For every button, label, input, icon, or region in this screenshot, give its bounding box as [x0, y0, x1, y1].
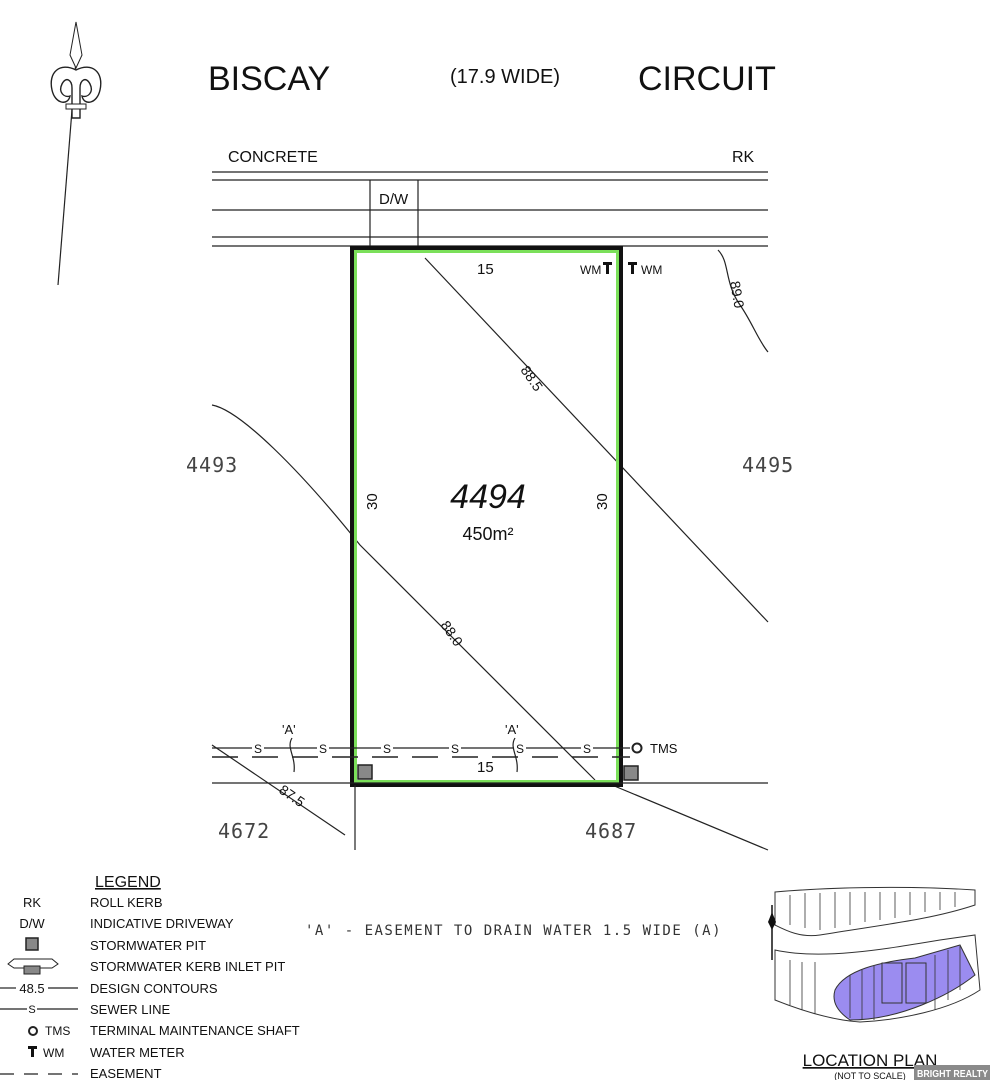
easement-arrow-icon — [512, 737, 518, 773]
easement-marker: 'A' — [282, 722, 296, 737]
street-name-left: BISCAY — [208, 60, 330, 98]
frontage-dimension: 15 — [477, 261, 494, 278]
location-plan-map — [768, 886, 981, 1023]
lot-boundary[interactable] — [350, 246, 623, 787]
highlighted-estate-area — [833, 944, 976, 1021]
street-name-right: CIRCUIT — [638, 60, 776, 98]
watermark: BRIGHT REALTY — [917, 1069, 988, 1080]
rear-dimension: 15 — [477, 759, 494, 776]
right-depth-dimension: 30 — [594, 493, 611, 510]
legend-label: STORMWATER KERB INLET PIT — [90, 959, 285, 974]
water-meter-icon — [603, 262, 612, 274]
road-surface-label: CONCRETE — [228, 149, 318, 166]
water-meter-icon — [28, 1046, 37, 1057]
sewer-mark: S — [254, 742, 262, 756]
left-depth-dimension: 30 — [364, 493, 381, 510]
lot-area: 450m² — [462, 524, 513, 544]
road-lines — [212, 171, 768, 247]
contour-label: 88.0 — [438, 618, 467, 650]
sewer-mark: S — [583, 742, 591, 756]
legend: LEGEND RK ROLL KERB D/W INDICATIVE DRIVE… — [0, 874, 300, 1080]
legend-symbol: RK — [23, 895, 41, 910]
location-plan-subtitle: (NOT TO SCALE) — [834, 1071, 906, 1080]
north-compass-icon — [50, 21, 102, 286]
contour-lines — [211, 249, 769, 851]
location-plan-title: LOCATION PLAN — [803, 1051, 938, 1070]
legend-label: STORMWATER PIT — [90, 938, 206, 953]
easement-marker: 'A' — [505, 722, 519, 737]
stormwater-pit-icon — [623, 765, 639, 781]
neighbour-lot-rear-right: 4687 — [585, 819, 637, 843]
legend-symbol: WM — [43, 1046, 64, 1060]
sewer-marks: S S S S S S — [252, 740, 593, 756]
driveway-label: D/W — [379, 191, 409, 208]
sewer-mark: S — [451, 742, 459, 756]
legend-label: DESIGN CONTOURS — [90, 981, 218, 996]
easement-note: 'A' - EASEMENT TO DRAIN WATER 1.5 WIDE (… — [305, 923, 722, 939]
neighbour-lot-left: 4493 — [186, 453, 238, 477]
lot-number: 4494 — [450, 478, 526, 516]
neighbour-lot-right: 4495 — [742, 453, 794, 477]
water-meter-label: WM — [580, 263, 601, 277]
stormwater-pit-icon — [25, 937, 39, 951]
water-meter-label: WM — [641, 263, 662, 277]
watermark-box — [914, 1065, 990, 1080]
sewer-mark: S — [516, 742, 524, 756]
kerb-inlet-pit-icon — [7, 958, 59, 975]
tms-icon — [631, 742, 643, 754]
lot-highlight — [351, 247, 622, 786]
tms-label: TMS — [650, 741, 678, 756]
legend-symbol: D/W — [19, 916, 45, 931]
sewer-mark: S — [383, 742, 391, 756]
stormwater-pit-icon — [357, 764, 373, 780]
legend-symbol: TMS — [45, 1024, 70, 1038]
legend-title: LEGEND — [95, 874, 161, 891]
legend-label: EASEMENT — [90, 1066, 162, 1080]
tms-icon — [28, 1026, 38, 1036]
legend-label: SEWER LINE — [90, 1002, 171, 1017]
legend-label: WATER METER — [90, 1045, 185, 1060]
legend-symbol: S — [28, 1004, 35, 1016]
easement-arrow-icon — [289, 737, 295, 773]
legend-label: INDICATIVE DRIVEWAY — [90, 916, 234, 931]
contour-label: 89.0 — [727, 280, 748, 310]
water-meter-icon — [628, 262, 637, 274]
legend-symbol: 48.5 — [19, 981, 44, 996]
neighbour-lot-rear-left: 4672 — [218, 819, 270, 843]
road-width: (17.9 WIDE) — [450, 66, 560, 88]
sewer-mark: S — [319, 742, 327, 756]
legend-label: ROLL KERB — [90, 895, 163, 910]
contour-label: 88.5 — [518, 363, 547, 395]
legend-label: TERMINAL MAINTENANCE SHAFT — [90, 1023, 300, 1038]
roll-kerb-label: RK — [732, 149, 755, 166]
contour-label: 87.5 — [276, 781, 308, 810]
